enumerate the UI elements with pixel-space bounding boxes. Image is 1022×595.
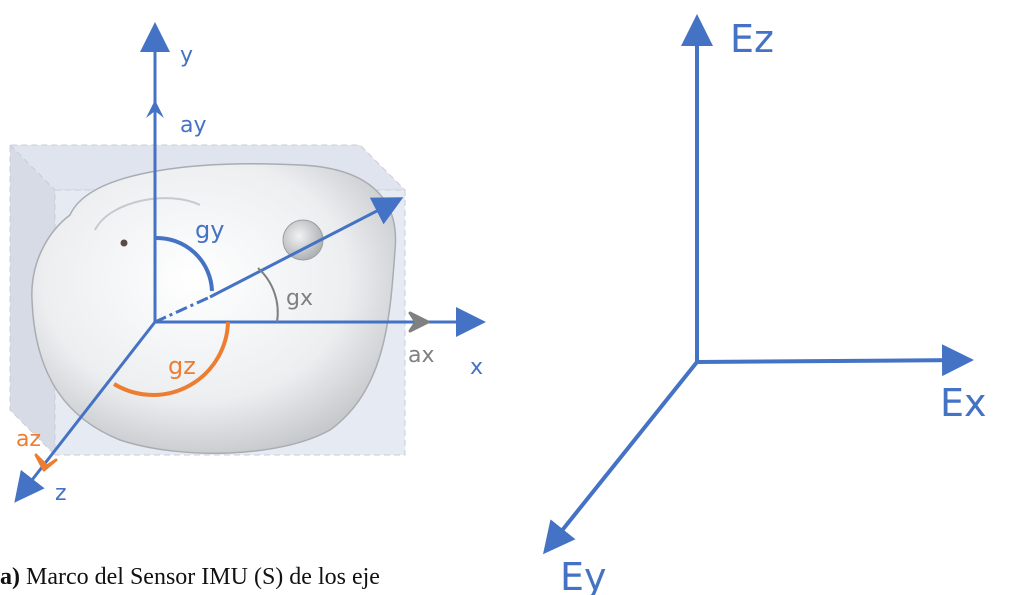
gyro-x-arc [257,267,279,323]
sensor-y-label: y [180,43,193,68]
accel-z-chevron [34,453,58,472]
accel-markers [34,100,430,472]
accel-x-label: ax [408,343,435,368]
accel-y-chevron [146,100,164,118]
sensor-x-label: x [470,355,483,380]
sensor-oblique-axis-hidden [154,295,211,324]
sensor-oblique-axis [209,197,404,299]
earth-axes [542,14,974,555]
accel-x-chevron [408,311,430,333]
sensor-button [282,219,324,261]
gyro-z-label: gz [168,352,196,380]
sensor-axes [14,22,486,503]
gyro-y-arc [154,235,214,292]
earth-x-axis [696,344,974,377]
gyro-x-label: gx [286,286,313,311]
accel-y-label: ay [180,113,207,138]
sensor-z-label: z [55,481,67,506]
sensor-led-dot [120,239,128,247]
earth-y-axis [542,360,699,555]
imu-sensor-device [31,163,397,454]
gyro-arcs [112,235,279,397]
earth-y-label: Ey [560,555,607,595]
earth-z-label: Ez [730,17,774,61]
gyro-y-label: gy [195,216,224,244]
accel-z-label: az [16,427,41,452]
caption-label: a) [0,564,20,590]
figure-caption: a) Marco del Sensor IMU (S) de los ejes [0,560,380,595]
sensor-z-axis [14,321,157,503]
caption-text: Marco del Sensor IMU (S) de los ejes [20,564,380,590]
earth-x-label: Ex [940,381,987,425]
gyro-z-arc [112,321,230,397]
